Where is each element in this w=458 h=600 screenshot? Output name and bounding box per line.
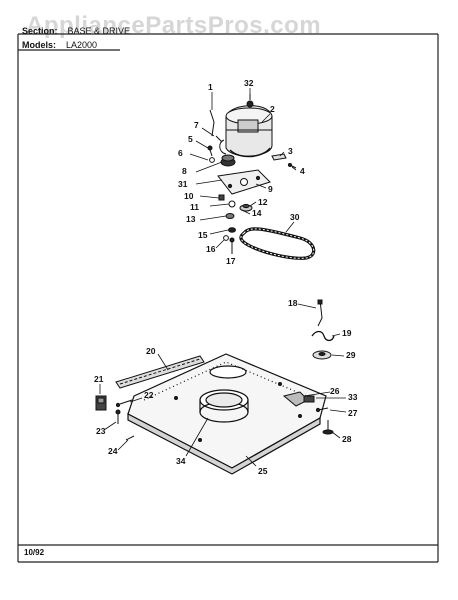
section-label: Section: xyxy=(22,26,58,36)
drive-belt xyxy=(239,227,316,260)
base-plate xyxy=(127,353,327,475)
callout-label: 10 xyxy=(184,191,194,201)
callout-label: 13 xyxy=(186,214,196,224)
callout-label: 3 xyxy=(288,146,293,156)
callout-label: 7 xyxy=(194,120,199,130)
callout-label: 24 xyxy=(108,446,118,456)
callout-label: 17 xyxy=(226,256,236,266)
callout-label: 14 xyxy=(252,208,262,218)
callout-label: 6 xyxy=(178,148,183,158)
rear-leveling-bracket xyxy=(115,355,205,389)
callout-label: 28 xyxy=(342,434,352,444)
callout-label: 16 xyxy=(206,244,216,254)
callout-label: 4 xyxy=(300,166,305,176)
callout-label: 5 xyxy=(188,134,193,144)
mounting-hardware xyxy=(218,194,253,254)
revision-date: 10/92 xyxy=(24,548,45,557)
callout-label: 19 xyxy=(342,328,352,338)
callout-label: 27 xyxy=(348,408,358,418)
callout-label: 25 xyxy=(258,466,268,476)
models-label: Models: xyxy=(22,40,57,50)
callout-label: 33 xyxy=(348,392,358,402)
page-frame xyxy=(17,33,439,563)
callout-label: 8 xyxy=(182,166,187,176)
callout-label: 1 xyxy=(208,82,213,92)
callout-label: 20 xyxy=(146,346,156,356)
base-brackets xyxy=(282,391,334,435)
tub-opening-ring xyxy=(199,389,249,423)
section-line: Section: BASE & DRIVE xyxy=(22,26,130,36)
callout-label: 32 xyxy=(244,78,254,88)
motor-pulley xyxy=(220,154,236,167)
callout-label: 34 xyxy=(176,456,186,466)
motor-mount-bracket xyxy=(217,169,271,195)
callout-label: 15 xyxy=(198,230,208,240)
callout-label: 2 xyxy=(270,104,275,114)
leveling-legs xyxy=(95,395,135,441)
motor-assembly xyxy=(219,94,273,158)
section-value: BASE & DRIVE xyxy=(67,26,131,36)
callout-label: 12 xyxy=(258,197,268,207)
callout-label: 26 xyxy=(330,386,340,396)
callout-label: 22 xyxy=(144,390,154,400)
callout-label: 29 xyxy=(346,350,356,360)
models-line: Models: LA2000 xyxy=(22,40,97,50)
callout-label: 11 xyxy=(190,202,199,212)
models-value: LA2000 xyxy=(66,40,98,50)
callout-label: 30 xyxy=(290,212,300,222)
callout-label: 18 xyxy=(288,298,298,308)
callout-labels: 32 1 2 7 5 6 3 4 8 31 9 10 11 12 13 14 3… xyxy=(94,78,358,476)
lid-switch-parts xyxy=(311,299,335,360)
callout-leader-lines xyxy=(99,88,347,467)
callout-label: 21 xyxy=(94,374,104,384)
callout-label: 9 xyxy=(268,184,273,194)
callout-label: 23 xyxy=(96,426,106,436)
callout-label: 31 xyxy=(178,179,188,189)
